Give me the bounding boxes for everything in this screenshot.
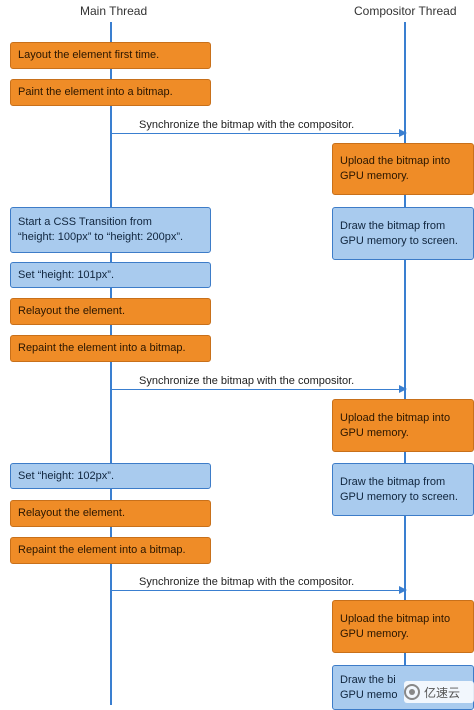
- main-thread-header: Main Thread: [80, 4, 148, 18]
- watermark: 亿速云: [404, 681, 474, 703]
- sync-arrow-2: [111, 385, 407, 393]
- sync-arrow-3: [111, 586, 407, 594]
- main-step-relayout-2: Relayout the element.: [10, 500, 211, 527]
- main-step-set-height-101: Set “height: 101px”.: [10, 262, 211, 288]
- watermark-text: 亿速云: [424, 685, 461, 700]
- main-step-layout: Layout the element first time.: [10, 42, 211, 69]
- main-step-set-height-102: Set “height: 102px”.: [10, 463, 211, 489]
- main-step-repaint-1: Repaint the element into a bitmap.: [10, 335, 211, 362]
- compositor-step-draw-2: Draw the bitmap from GPU memory to scree…: [332, 463, 474, 516]
- sync-label-1: Synchronize the bitmap with the composit…: [139, 119, 355, 131]
- compositor-step-upload-1: Upload the bitmap into GPU memory.: [332, 143, 474, 195]
- sync-label-2: Synchronize the bitmap with the composit…: [139, 375, 355, 387]
- compositor-thread-lifeline: [404, 22, 406, 705]
- main-step-start-transition: Start a CSS Transition from “height: 100…: [10, 207, 211, 253]
- compositor-thread-header: Compositor Thread: [354, 4, 457, 18]
- main-step-paint: Paint the element into a bitmap.: [10, 79, 211, 106]
- main-step-relayout-1: Relayout the element.: [10, 298, 211, 325]
- compositor-step-upload-3: Upload the bitmap into GPU memory.: [332, 600, 474, 653]
- main-step-repaint-2: Repaint the element into a bitmap.: [10, 537, 211, 564]
- compositor-step-upload-2: Upload the bitmap into GPU memory.: [332, 399, 474, 452]
- main-thread-lifeline: [110, 22, 112, 705]
- compositor-step-draw-1: Draw the bitmap from GPU memory to scree…: [332, 207, 474, 260]
- sync-arrow-1: [111, 129, 407, 137]
- watermark-logo-icon: [404, 684, 420, 700]
- sync-label-3: Synchronize the bitmap with the composit…: [139, 576, 355, 588]
